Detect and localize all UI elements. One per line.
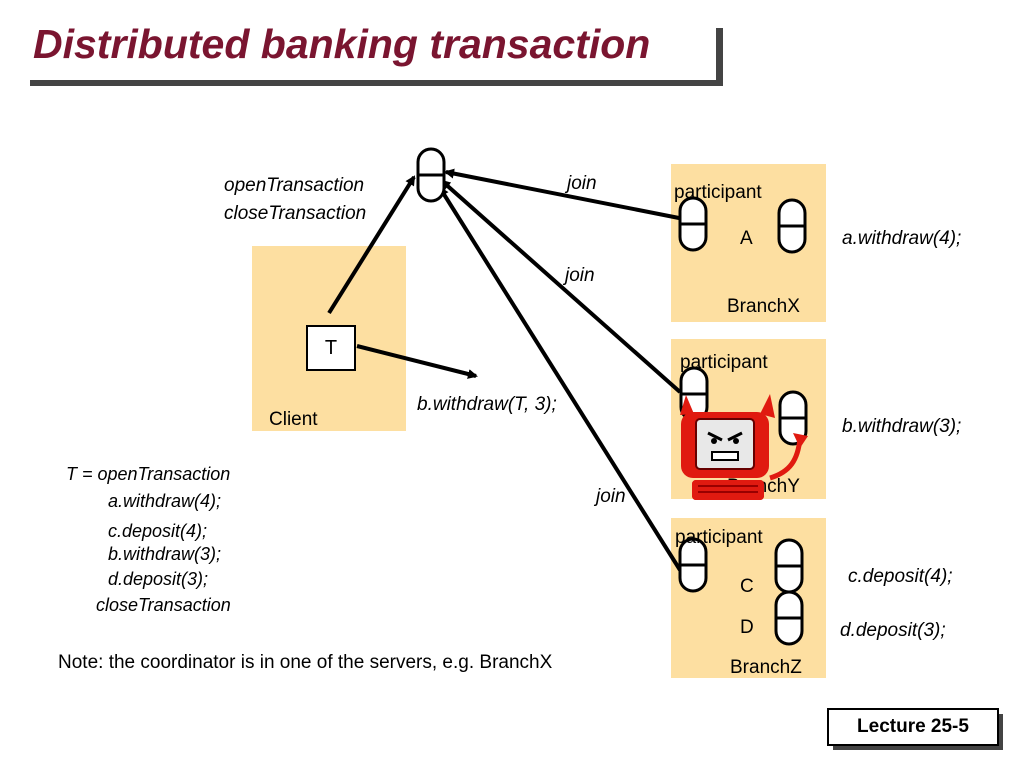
branch-x-operation: a.withdraw(4); <box>842 228 962 249</box>
title-shadow-right <box>716 28 723 86</box>
close-transaction-label: closeTransaction <box>224 203 367 224</box>
coordinator-note: Note: the coordinator is in one of the s… <box>58 652 553 673</box>
account-d-label: D <box>740 617 754 638</box>
join-label-x: join <box>567 173 597 194</box>
participant-z-label: participant <box>675 527 763 548</box>
branch-z-operation-2: d.deposit(3); <box>840 620 946 641</box>
code-line: closeTransaction <box>96 595 231 615</box>
join-arrow-z <box>438 186 682 572</box>
join-label-z: join <box>596 486 626 507</box>
account-c-label: C <box>740 576 754 597</box>
client-to-coordinator-arrow <box>327 175 416 315</box>
client-call-label: b.withdraw(T, 3); <box>417 394 557 415</box>
account-a-label: A <box>740 228 753 249</box>
code-line: T = openTransaction <box>66 464 231 484</box>
join-arrow-x <box>444 168 680 220</box>
join-arrow-y <box>440 179 682 394</box>
join-label-y: join <box>565 265 595 286</box>
transaction-box: T <box>306 325 356 371</box>
code-line: c.deposit(4); <box>108 521 208 541</box>
code-line: d.deposit(3); <box>108 569 209 589</box>
code-line: a.withdraw(4); <box>108 491 222 511</box>
title-shadow-bottom <box>30 80 723 86</box>
client-label: Client <box>269 409 318 430</box>
code-line: b.withdraw(3); <box>108 544 222 564</box>
branch-z-name: BranchZ <box>730 657 802 678</box>
branch-z-operation-1: c.deposit(4); <box>848 566 953 587</box>
open-transaction-label: openTransaction <box>224 175 365 196</box>
client-call-arrow <box>356 344 478 379</box>
branch-y-operation: b.withdraw(3); <box>842 416 962 437</box>
participant-x-label: participant <box>674 182 762 203</box>
participant-y-label: participant <box>680 352 768 373</box>
branch-x-name: BranchX <box>727 296 800 317</box>
lecture-footer: Lecture 25-5 <box>827 708 999 746</box>
page-title: Distributed banking transaction <box>33 21 651 67</box>
